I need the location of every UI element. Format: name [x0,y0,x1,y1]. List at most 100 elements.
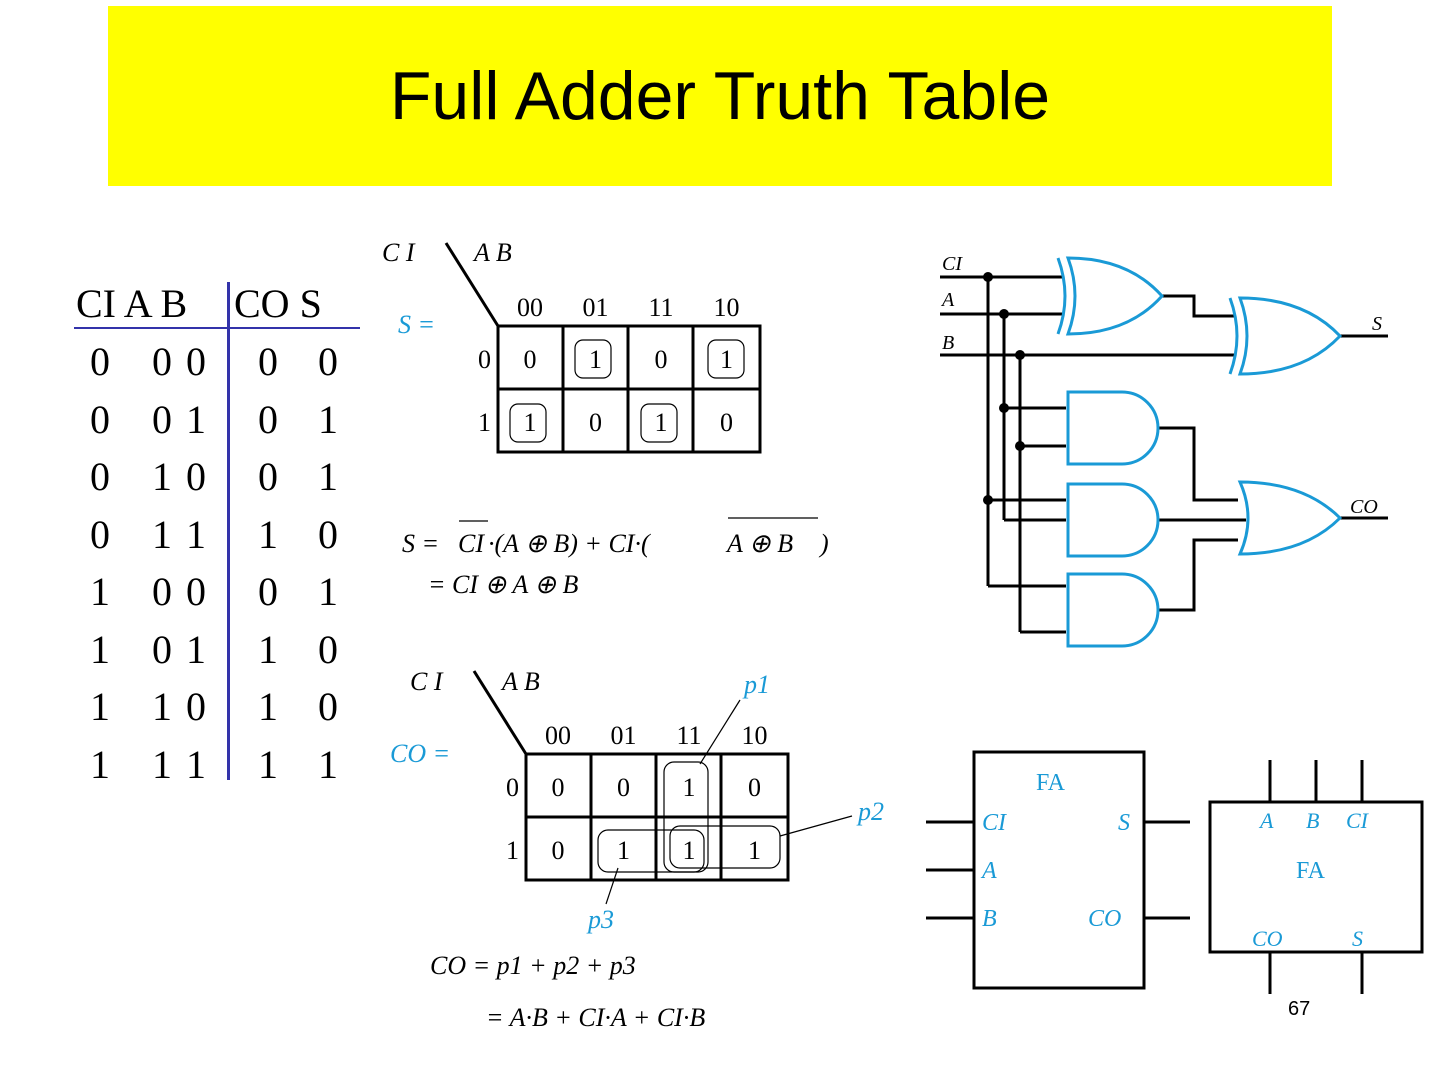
truth-table-header-rule [74,327,360,329]
kmap-co-label: CO = [390,739,450,768]
wire-and1-out [1158,426,1238,502]
truth-table-cell-ci: 0 [90,454,110,499]
truth-table-cell-ci: 1 [90,569,110,614]
kmap_s-cell: 1 [524,408,537,437]
truth-table-header-inputs: CI A B [76,281,188,326]
kmap-co-loop-p2 [669,825,781,869]
junction-dot [1015,350,1025,360]
kmap_co-cell: 0 [748,773,761,802]
truth-table-cell-co: 1 [258,511,278,557]
truth-table-cell-a: 1 [152,454,172,499]
fa1-a: A [980,858,997,884]
junction-dot [983,495,993,505]
truth-table-cell-a: 0 [152,626,172,672]
kmap-s-label: S = [398,310,435,339]
circuit-input-ci: CI [942,253,963,275]
kmap_co-cell: 1 [683,773,696,802]
fa2-s: S [1352,926,1363,951]
truth-table-cell-ci: 0 [90,396,110,442]
p2-label: p2 [856,797,884,826]
title-banner: Full Adder Truth Table [108,6,1332,186]
truth-table-cell-ci: 1 [90,741,110,787]
kmap_co-cell: 1 [748,836,761,865]
kmap_s-row-head: 1 [478,408,491,437]
truth-table-cell-co: 0 [258,339,278,384]
truth-table-cell-s: 1 [318,569,338,614]
kmap_s-col-head: 11 [648,293,673,322]
truth-table-cell-co: 0 [258,569,278,614]
fa2-title: FA [1296,858,1326,884]
truth-table-cell-b: 1 [186,396,206,442]
co-eq-line2: = A·B + CI·A + CI·B [486,1003,705,1032]
truth-table-header-outputs: CO S [234,281,322,326]
kmap-s-corner-diagonal [444,242,500,327]
truth-table-cell-ci: 1 [90,684,110,729]
fa1-s: S [1118,810,1130,836]
p1-pointer [699,699,741,765]
page-title: Full Adder Truth Table [389,58,1051,134]
circuit-input-a: A [940,289,955,311]
kmap-co-corner-col: A B [500,667,540,696]
truth-table-cell-s: 1 [318,454,338,499]
kmap_s-col-head: 00 [517,293,543,322]
truth-table-cell-a: 1 [152,511,172,557]
kmap_co-cell: 1 [617,836,630,865]
kmap_s-cell: 0 [655,345,668,374]
full-adder-circuit: CI A B S CO [940,253,1388,648]
kmap_co-cell: 0 [552,836,565,865]
fa-block-2: A B CI FA CO S [1208,760,1424,994]
and-gate-3 [1066,572,1160,648]
s-eq-term1: CI [458,529,485,558]
kmap_co-cell: 0 [617,773,630,802]
kmap-s-loop [707,339,745,379]
kmap_s-cell: 1 [589,345,602,374]
fa1-ci: CI [982,810,1007,836]
truth-table-cell-s: 1 [318,396,338,442]
kmap_s-cell: 1 [655,408,668,437]
kmap_co-col-head: 11 [676,721,701,750]
co-eq-line1: CO = p1 + p2 + p3 [430,951,636,980]
truth-table-cell-b: 0 [186,684,206,729]
truth-table-cell-s: 0 [318,511,338,557]
xor1-extra-arc [1056,257,1067,335]
s-eq-term3: A ⊕ B [725,529,793,558]
kmap-co-corner-diagonal [472,670,528,755]
truth-table-cell-a: 0 [152,569,172,614]
truth-table-cell-a: 0 [152,396,172,442]
page-number: 67 [1288,998,1311,1020]
junction-dot [999,403,1009,413]
junction-dot [1015,441,1025,451]
wire-xor1-out [1160,294,1234,318]
fa2-a: A [1258,808,1274,833]
kmap_co-cell: 0 [552,773,565,802]
truth-table-cell-b: 1 [186,741,206,787]
kmap_s-col-head: 10 [714,293,740,322]
kmap_s-cell: 0 [524,345,537,374]
truth-table-cell-ci: 1 [90,626,110,672]
kmap_co-col-head: 00 [545,721,571,750]
truth-table-cell-s: 1 [318,741,338,787]
p3-label: p3 [586,905,614,934]
xor-gate-2 [1237,296,1343,376]
truth-table-cell-s: 0 [318,684,338,729]
fa1-co: CO [1088,906,1121,932]
fa2-co: CO [1252,926,1283,951]
junction-dot [999,309,1009,319]
kmap-s-loop [640,403,678,443]
kmap-s-corner-col: A B [472,238,512,267]
p3-pointer [605,867,619,905]
kmap_s-col-head: 01 [583,293,609,322]
truth-table-cell-co: 1 [258,741,278,787]
kmap_s-cell: 1 [720,345,733,374]
kmap_s-cell: 0 [589,408,602,437]
kmap_co-row-head: 1 [506,836,519,865]
fa1-title: FA [1036,770,1066,796]
kmap_co-col-head: 10 [742,721,768,750]
s-equation: S = CI ·(A ⊕ B) + CI·( A ⊕ B ) = CI ⊕ A … [402,517,829,599]
kmap_co-cell: 1 [683,836,696,865]
xor2-extra-arc [1228,297,1239,375]
